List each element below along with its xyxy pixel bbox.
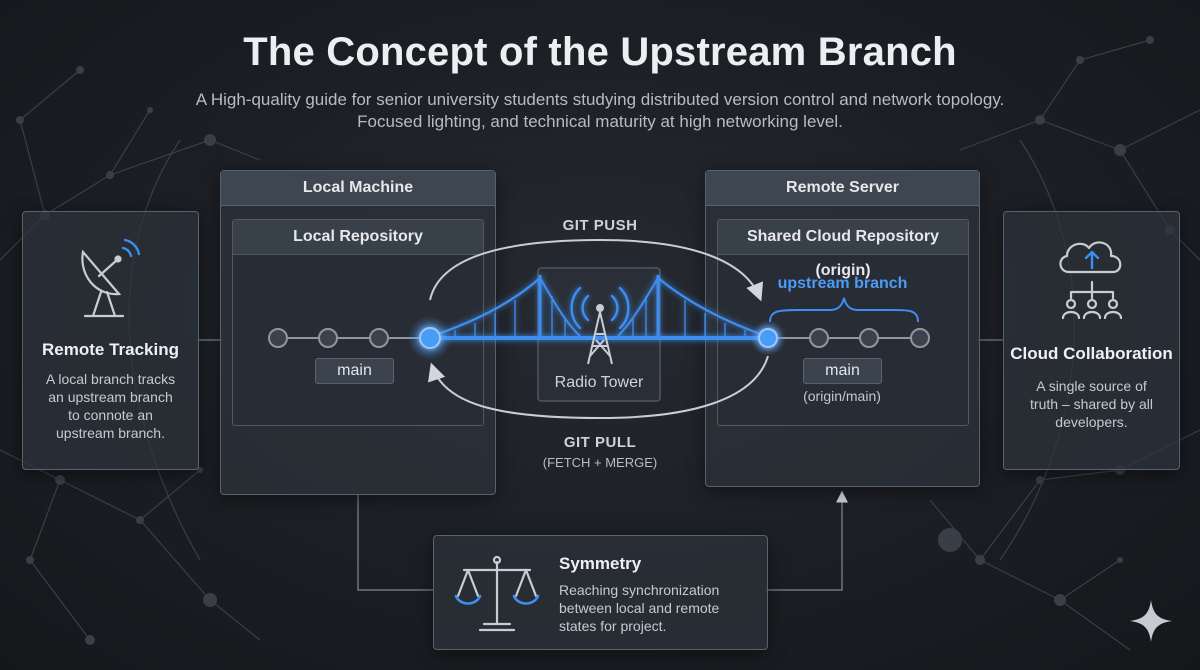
page-subtitle: A High-quality guide for senior universi… (0, 89, 1200, 133)
remote-branch-sublabel: (origin/main) (803, 388, 881, 404)
git-pull-sublabel: (FETCH + MERGE) (542, 455, 658, 470)
cloud-collaboration-title: Cloud Collaboration (1010, 344, 1173, 363)
remote-tracking-text: A local branch tracks an upstream branch… (45, 371, 176, 441)
page-title: The Concept of the Upstream Branch (243, 30, 957, 74)
cloud-team-icon (1059, 241, 1123, 320)
local-commit (318, 328, 338, 348)
local-branch-tag: main (315, 358, 394, 384)
local-machine-title: Local Machine (221, 171, 495, 206)
local-machine-panel: Local Machine Local Repository (220, 170, 496, 495)
upstream-branch-label: upstream branch (777, 275, 908, 292)
git-push-label: GIT PUSH (562, 217, 638, 234)
local-commit (268, 328, 288, 348)
remote-commit-line (750, 320, 930, 356)
git-push-arc (429, 238, 764, 302)
upstream-brace (769, 297, 919, 323)
subtitle-line-1: A High-quality guide for senior universi… (195, 90, 1005, 109)
remote-tracking-title: Remote Tracking (42, 340, 179, 359)
remote-server-panel: Remote Server Shared Cloud Repository (o… (705, 170, 980, 487)
local-commit-line (268, 316, 452, 360)
remote-tracking-card: Remote Tracking A local branch tracks an… (22, 211, 199, 470)
sparkle-icon (1130, 600, 1172, 642)
subtitle-line-2: Focused lighting, and technical maturity… (357, 112, 843, 131)
shared-cloud-repository-title: Shared Cloud Repository (origin) (718, 220, 968, 279)
remote-server-title: Remote Server (706, 171, 979, 206)
git-pull-arc (428, 355, 769, 420)
satellite-dish-icon (81, 238, 141, 318)
git-pull-label: GIT PULL (563, 434, 637, 451)
cloud-collaboration-text: A single source of truth – shared by all… (1030, 378, 1153, 430)
symmetry-text: Reaching synchronization between local a… (559, 582, 720, 634)
local-repository-title: Local Repository (233, 220, 483, 255)
remote-head-commit (758, 328, 778, 348)
symmetry-title: Symmetry (559, 554, 642, 573)
balance-scale-icon (454, 555, 540, 632)
symmetry-card: Symmetry Reaching synchronization betwee… (433, 535, 768, 650)
remote-branch-tag: main (803, 358, 882, 384)
remote-commit (910, 328, 930, 348)
remote-commit (809, 328, 829, 348)
local-repository-box: Local Repository (232, 219, 484, 426)
remote-commit (859, 328, 879, 348)
radio-tower-icon (570, 286, 630, 365)
local-commit (369, 328, 389, 348)
cloud-collaboration-card: Cloud Collaboration A single source of t… (1003, 211, 1180, 470)
local-head-commit (419, 327, 441, 349)
radio-tower-label: Radio Tower (554, 374, 644, 391)
